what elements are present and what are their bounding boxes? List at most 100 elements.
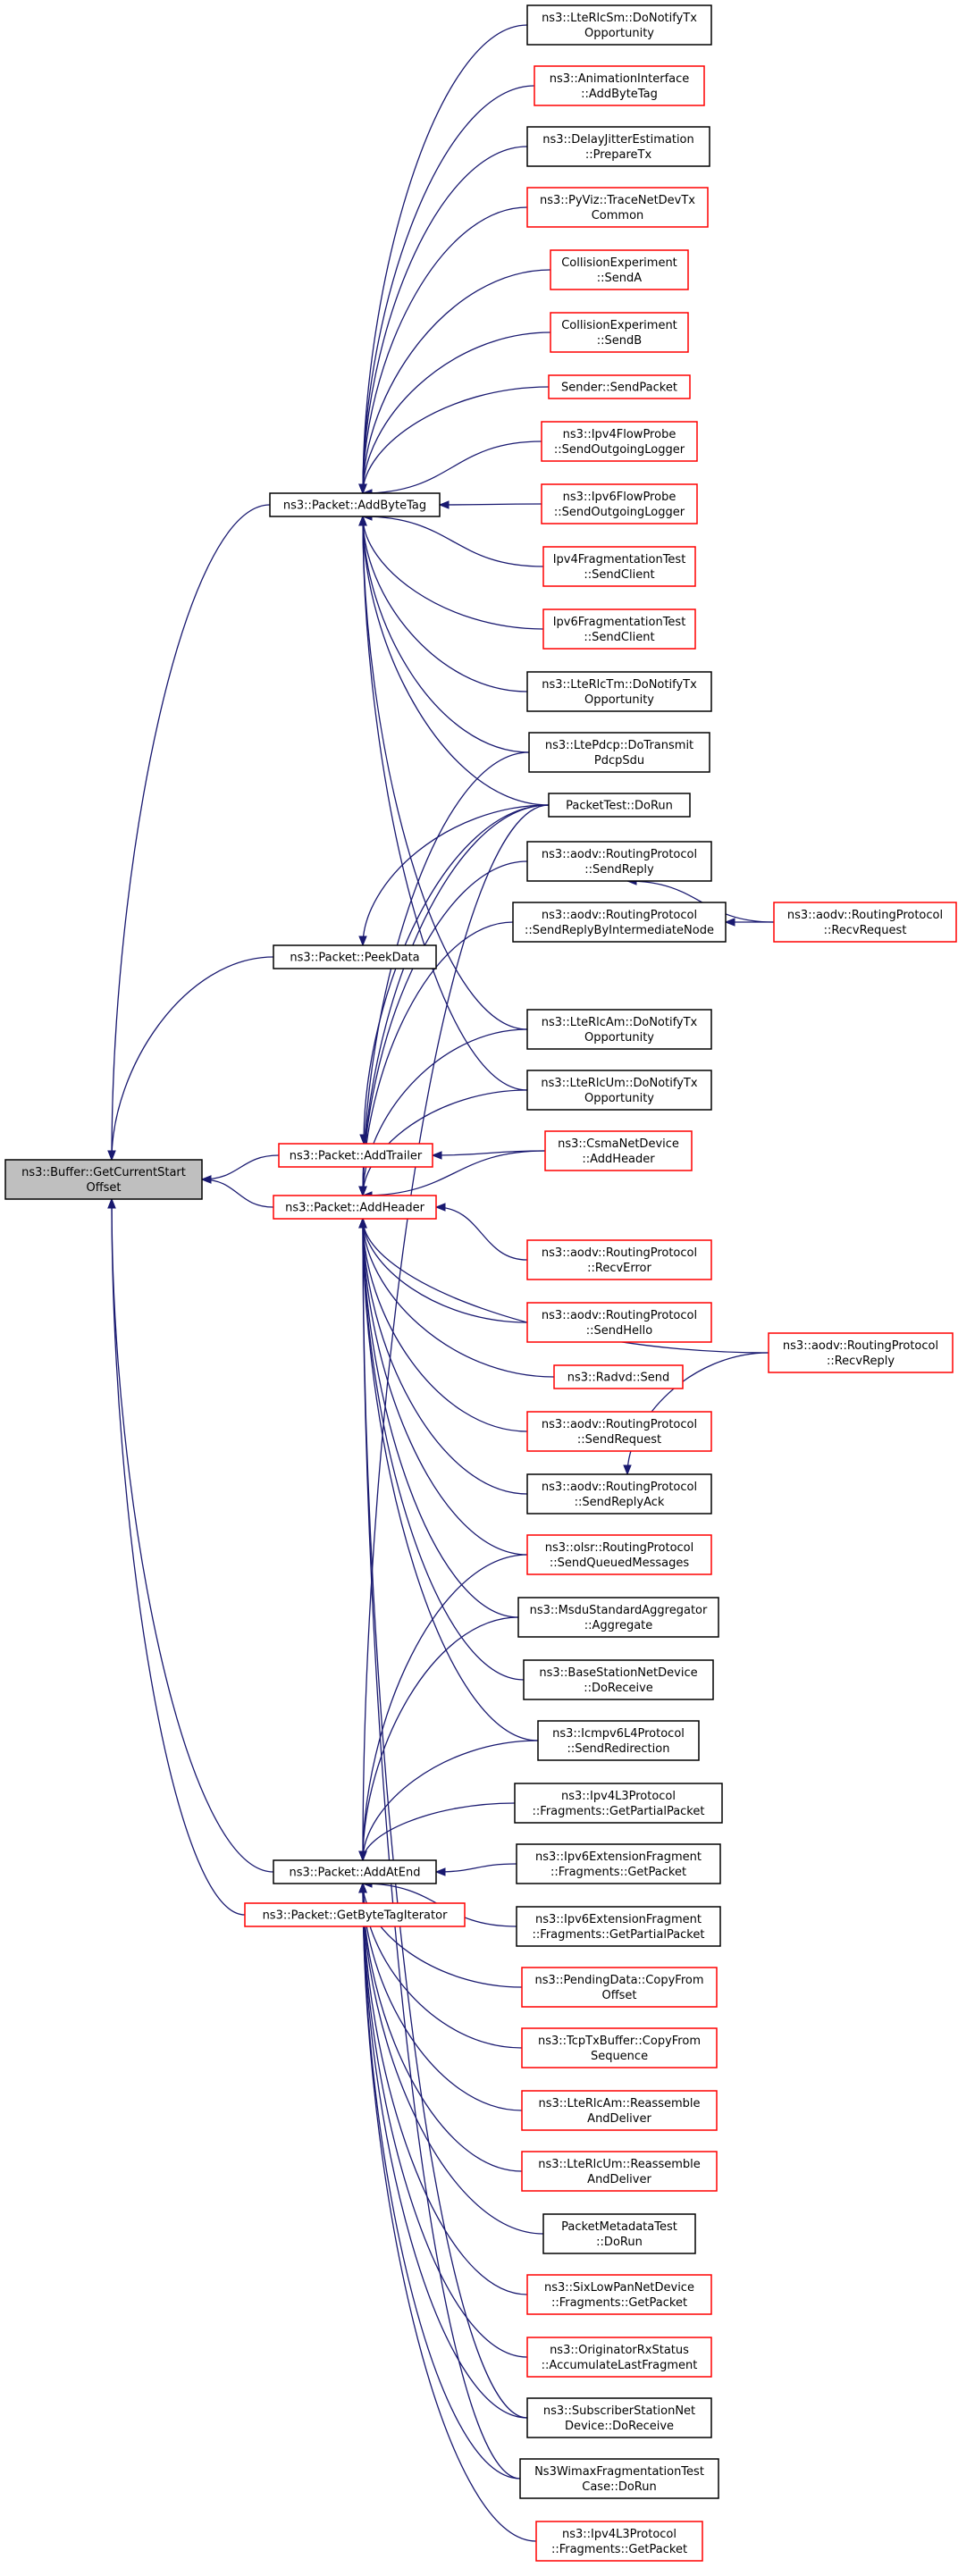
node-label: Device::DoReceive: [565, 2420, 674, 2433]
node-label: ::SendRedirection: [567, 1742, 670, 1756]
node-label: ::SendB: [597, 334, 642, 348]
node-label: ns3::LteRlcUm::Reassemble: [538, 2158, 701, 2171]
edge-line: [362, 206, 528, 494]
node-label: ns3::PendingData::CopyFrom: [535, 1974, 704, 1987]
node-label: ns3::Icmpv6L4Protocol: [552, 1727, 685, 1741]
node-label: ns3::Packet::AddTrailer: [290, 1150, 423, 1163]
graph-node-ipv6extpartial[interactable]: ns3::Ipv6ExtensionFragment::Fragments::G…: [516, 1906, 721, 1947]
graph-node-msdu[interactable]: ns3::MsduStandardAggregator::Aggregate: [517, 1597, 719, 1638]
edge-msdu-to-addheader: [358, 1217, 519, 1618]
edge-olsr-to-addatend: [358, 1554, 528, 1862]
graph-node-ipv4l3partial[interactable]: ns3::Ipv4L3Protocol::Fragments::GetParti…: [514, 1783, 723, 1824]
node-box: [526, 1534, 712, 1575]
node-box: [521, 1967, 718, 2008]
edge-aodvrecvreply-to-aodvsendack: [623, 1352, 769, 1476]
graph-node-aodvsendreq[interactable]: ns3::aodv::RoutingProtocol::SendRequest: [526, 1411, 712, 1452]
graph-node-aodvsendreplyint[interactable]: ns3::aodv::RoutingProtocol::SendReplyByI…: [512, 902, 727, 943]
node-label: ::DoRun: [596, 2236, 643, 2249]
graph-node-sender[interactable]: Sender::SendPacket: [548, 374, 691, 399]
graph-node-getbytetagit[interactable]: ns3::Packet::GetByteTagIterator: [244, 1902, 466, 1927]
graph-node-addtrailer[interactable]: ns3::Packet::AddTrailer: [278, 1143, 433, 1168]
graph-node-aodvsendreply[interactable]: ns3::aodv::RoutingProtocol::SendReply: [526, 841, 712, 882]
graph-node-icmpv6[interactable]: ns3::Icmpv6L4Protocol::SendRedirection: [537, 1720, 700, 1761]
node-label: ::Fragments::GetPacket: [551, 2296, 687, 2310]
graph-node-ipv6frag[interactable]: Ipv6FragmentationTest::SendClient: [542, 608, 696, 650]
node-label: ns3::PyViz::TraceNetDevTx: [540, 194, 695, 207]
graph-node-aodvsendack[interactable]: ns3::aodv::RoutingProtocol::SendReplyAck: [526, 1473, 712, 1515]
graph-node-aodvrecvreq[interactable]: ns3::aodv::RoutingProtocol::RecvRequest: [773, 902, 957, 943]
edge-line: [362, 1802, 516, 1861]
node-label: ns3::Ipv4L3Protocol: [562, 2528, 676, 2541]
node-label: ::Fragments::GetPartialPacket: [533, 1805, 705, 1818]
node-box: [548, 793, 691, 818]
graph-node-packettest[interactable]: PacketTest::DoRun: [548, 793, 691, 818]
graph-node-delayjitter[interactable]: ns3::DelayJitterEstimation::PrepareTx: [526, 126, 710, 167]
edge-line: [362, 804, 550, 1196]
graph-node-pktmeta[interactable]: PacketMetadataTest::DoRun: [542, 2213, 696, 2254]
node-label: ns3::aodv::RoutingProtocol: [783, 1339, 938, 1353]
graph-node-aodvrecverr[interactable]: ns3::aodv::RoutingProtocol::RecvError: [526, 1239, 712, 1280]
edge-animiface-to-addbytetag: [358, 85, 535, 495]
edge-line: [362, 1883, 537, 2542]
graph-node-addbytetag[interactable]: ns3::Packet::AddByteTag: [269, 492, 441, 517]
edge-line: [111, 1198, 246, 1916]
edge-line: [362, 24, 528, 494]
graph-node-ipv6extget[interactable]: ns3::Ipv6ExtensionFragment::Fragments::G…: [516, 1843, 721, 1884]
node-label: PacketTest::DoRun: [566, 800, 673, 813]
node-label: ::Aggregate: [584, 1619, 653, 1632]
graph-node-subscriber[interactable]: ns3::SubscriberStationNetDevice::DoRecei…: [526, 2397, 712, 2438]
edge-line: [362, 1218, 521, 2480]
node-label: Sequence: [591, 2050, 648, 2063]
edge-layer: [107, 24, 775, 2542]
node-label: ns3::Buffer::GetCurrentStart: [21, 1166, 186, 1179]
edge-line: [439, 503, 542, 506]
graph-node-animiface[interactable]: ns3::AnimationInterface::AddByteTag: [534, 65, 705, 106]
graph-node-bsnet[interactable]: ns3::BaseStationNetDevice::DoReceive: [523, 1659, 714, 1700]
edge-lterlctm-to-addbytetag: [358, 515, 528, 692]
graph-node-addatend[interactable]: ns3::Packet::AddAtEnd: [273, 1859, 437, 1884]
node-label: ns3::TcpTxBuffer::CopyFrom: [538, 2035, 701, 2048]
node-label: ns3::LteRlcAm::Reassemble: [539, 2097, 701, 2110]
graph-node-aodvrecvreply[interactable]: ns3::aodv::RoutingProtocol::RecvReply: [768, 1332, 954, 1373]
graph-node-ipv6flow[interactable]: ns3::Ipv6FlowProbe::SendOutgoingLogger: [541, 483, 698, 524]
node-label: ::SendA: [597, 272, 643, 285]
graph-node-csma[interactable]: ns3::CsmaNetDevice::AddHeader: [544, 1130, 693, 1171]
graph-node-ipv4frag[interactable]: Ipv4FragmentationTest::SendClient: [542, 546, 696, 587]
node-label: PdcpSdu: [594, 754, 644, 768]
node-label: AndDeliver: [587, 2173, 651, 2186]
node-box: [521, 2027, 718, 2068]
node-box: [244, 1902, 466, 1927]
graph-node-collB[interactable]: CollisionExperiment::SendB: [550, 312, 689, 353]
edge-addheader-to-getcur: [200, 1175, 274, 1208]
edge-ipv6frag-to-addbytetag: [358, 515, 544, 630]
edge-ltepdcp-to-addbytetag: [358, 515, 530, 753]
graph-node-radvd[interactable]: ns3::Radvd::Send: [553, 1364, 684, 1389]
edge-subscriber-to-addatend: [358, 1882, 528, 2419]
node-box: [517, 1597, 719, 1638]
node-box: [534, 65, 705, 106]
graph-node-ipv4l3get[interactable]: ns3::Ipv4L3Protocol::Fragments::GetPacke…: [535, 2521, 703, 2562]
node-box: [550, 249, 689, 290]
graph-node-origrx[interactable]: ns3::OriginatorRxStatus::AccumulateLastF…: [526, 2337, 712, 2378]
graph-node-sixlowpan[interactable]: ns3::SixLowPanNetDevice::Fragments::GetP…: [526, 2274, 712, 2315]
graph-node-ipv4flow[interactable]: ns3::Ipv4FlowProbe::SendOutgoingLogger: [541, 421, 698, 462]
node-box: [550, 312, 689, 353]
graph-node-peekdata[interactable]: ns3::Packet::PeekData: [273, 944, 437, 969]
edge-aodvrecvreq-to-aodvsendreplyint: [724, 918, 775, 927]
graph-node-addheader[interactable]: ns3::Packet::AddHeader: [273, 1195, 437, 1220]
graph-node-aodvsendhello[interactable]: ns3::aodv::RoutingProtocol::SendHello: [526, 1302, 712, 1343]
node-label: ns3::aodv::RoutingProtocol: [542, 1246, 697, 1260]
graph-node-collA[interactable]: CollisionExperiment::SendA: [550, 249, 689, 290]
graph-node-olsr[interactable]: ns3::olsr::RoutingProtocol::SendQueuedMe…: [526, 1534, 712, 1575]
